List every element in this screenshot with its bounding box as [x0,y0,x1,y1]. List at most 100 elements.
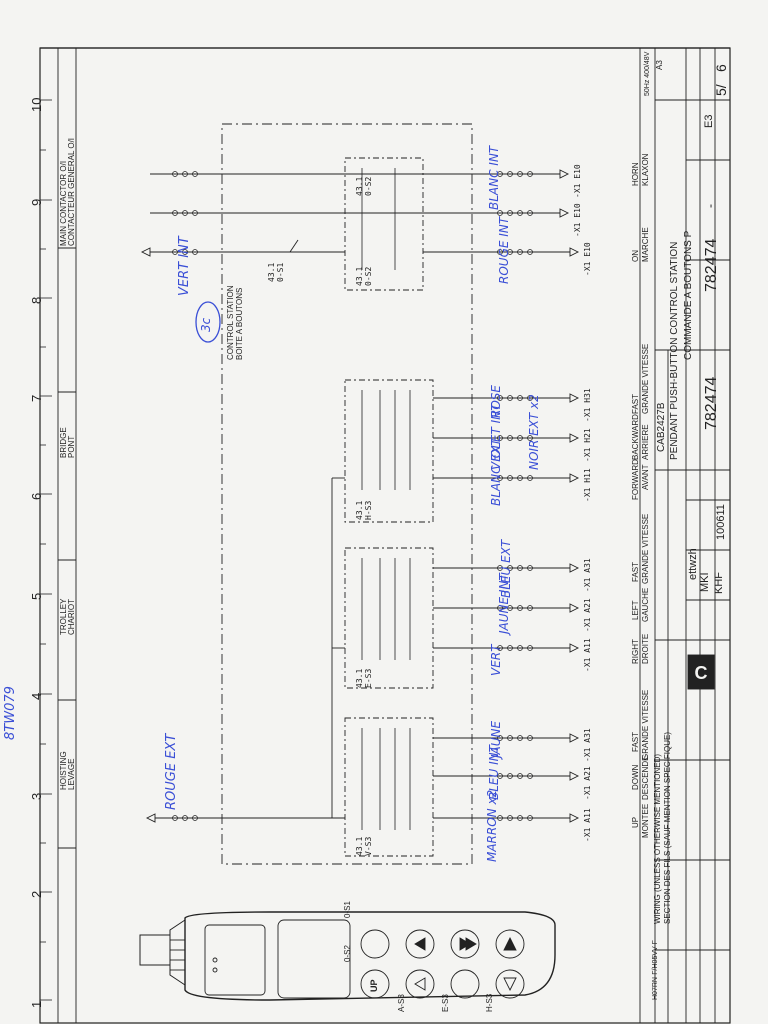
company-logo: C [687,654,715,690]
func-forward-en: FORWARD [631,459,640,500]
func-fast2-en: FAST [631,561,640,582]
hand-rose: ROSE [489,385,503,418]
func-fast1-en: FAST [631,731,640,752]
func-up-fr: MONTEE [641,803,650,838]
control-station-box [221,123,473,865]
device-e-s3-tag: E-S3 [364,668,373,688]
terminal-fast3: -X1 H31 [583,388,592,422]
pendant-label-e-s3: E-S3 [441,994,450,1012]
title-part-number: CAB2427B [656,402,667,452]
control-station-label-fr: BOITE A BOUTONS [235,287,244,360]
func-down-fr: DESCENDE [641,755,650,800]
terminal-right: -X1 A11 [583,638,592,672]
func-right-en: RIGHT [631,639,640,664]
revision-date: 100611 [715,504,727,540]
func-on-fr: MARCHE [641,227,650,262]
author: ettwzh [687,548,699,580]
section-trolley-fr: CHARIOT [67,599,76,635]
pendant-drawing [139,911,556,1001]
doc-separator: - [703,204,717,208]
func-forward-fr: AVANT [641,464,650,490]
ruler-number-2: 2 [29,890,44,898]
terminal-main: -X1 E10 [573,164,582,198]
terminal-horn: -X1 E10 [573,203,582,237]
terminal-down: -X1 A21 [583,766,592,800]
ruler-ticks [40,99,52,1001]
pendant-label-0-s2: 0-S2 [343,945,352,962]
device-0-s2b-ref: 43.1 [355,176,364,196]
ruler-number-7: 7 [29,394,44,402]
func-on-en: ON [631,250,640,262]
device-0-s2b-tag: 0-S2 [364,176,373,196]
hand-bleu-ext: BLEU EXT [499,539,513,598]
wiring-note-fr: SECTION DES FILS (SAUF MENTION SPECIFIQU… [663,731,672,924]
pendant-label-a-s3: A-S3 [397,994,406,1012]
ruler-number-9: 9 [29,198,44,206]
device-0-s2-ref: 43.1 [355,266,364,286]
ruler-number-3: 3 [29,792,44,800]
ruler-number-6: 6 [29,492,44,500]
hand-jaune: JAUNE [489,720,503,758]
doc-number-2: 782474 [703,238,720,292]
func-right-fr: DROITE [641,633,650,664]
sheet-size: A3 [655,60,664,70]
hand-rouge-int: ROUGE INT [497,216,511,284]
device-v-s3-ref: 43.1 [355,836,364,856]
ruler-number-4: 4 [29,692,44,700]
sheet-total: 6 [713,64,729,72]
terminal-blocks [172,171,533,821]
device-v-s3-tag: V-S3 [364,836,373,856]
func-backward-fr: ARRIERE [641,424,650,460]
terminal-fast2: -X1 A31 [583,558,592,592]
ruler-number-10: 10 [29,97,44,112]
output-lines [423,251,570,819]
terminal-forward: -X1 H11 [583,468,592,502]
sheet-number: 5/ [713,84,729,96]
switch-contacts [361,168,411,830]
section-main-fr: CONTACTEUR GENERAL O/I [67,137,76,246]
ruler-number-5: 5 [29,592,44,600]
location-code: E3 [703,114,715,128]
bus-lines [150,173,560,819]
terminal-left: -X1 A21 [583,598,592,632]
hand-circled-mark: 3c [199,317,213,332]
title-fr: COMMANDE A BOUTONS P [683,230,694,360]
func-backward-en: BACKWARD [631,414,640,460]
hand-vert-int: VERT INT [177,236,192,296]
device-0-s2-tag: 0-S2 [364,266,373,286]
device-e-s3-ref: 43.1 [355,668,364,688]
pendant-label-0-s1: 0-S1 [343,901,352,918]
terminal-backward: -X1 H21 [583,428,592,462]
hand-rouge-ext: ROUGE EXT [164,733,179,810]
func-fast2-fr: GRANDE VITESSE [641,513,650,584]
svg-text:C: C [695,663,708,683]
func-horn-fr: KLAXON [641,153,650,186]
section-bridge-fr: PONT [67,435,76,458]
func-up-en: UP [631,816,640,828]
func-fast3-fr: GRANDE VITESSE [641,343,650,414]
section-dividers [58,247,76,849]
pendant-label-h-s3: H-S3 [485,993,494,1012]
device-0-s1-ref: 43.1 [267,262,276,282]
control-station-label-en: CONTROL STATION [226,285,235,360]
func-left-fr: GAUCHE [641,587,650,622]
func-left-en: LEFT [631,600,640,620]
sheet-frame [39,47,731,1024]
device-h-s3-ref: 43.1 [355,500,364,520]
margin-handwriting: 8TW079 [3,686,18,740]
func-horn-en: HORN [631,162,640,186]
power-spec: 50Hz 400/48V [644,51,651,96]
module-boxes [344,157,434,857]
pendant-up-button-label: UP [369,979,379,992]
hand-noir-ext: NOIR EXT x2 [527,394,541,470]
wiring-note-en: WIRING (UNLESS OTHERWISE MENTIONED) [653,753,662,924]
hand-blanc-int: BLANC INT [487,145,501,210]
device-h-s3-tag: H-S3 [364,500,373,520]
hand-vert: VERT [489,644,503,676]
title-en: PENDANT PUSH-BUTTON CONTROL STATION [669,241,680,460]
wire-spec: H07RN-F/H05VV-F [652,940,659,1000]
func-fast1-fr: GRANDE VITESSE [641,689,650,760]
device-0-s1-tag: 0-S1 [276,262,285,282]
